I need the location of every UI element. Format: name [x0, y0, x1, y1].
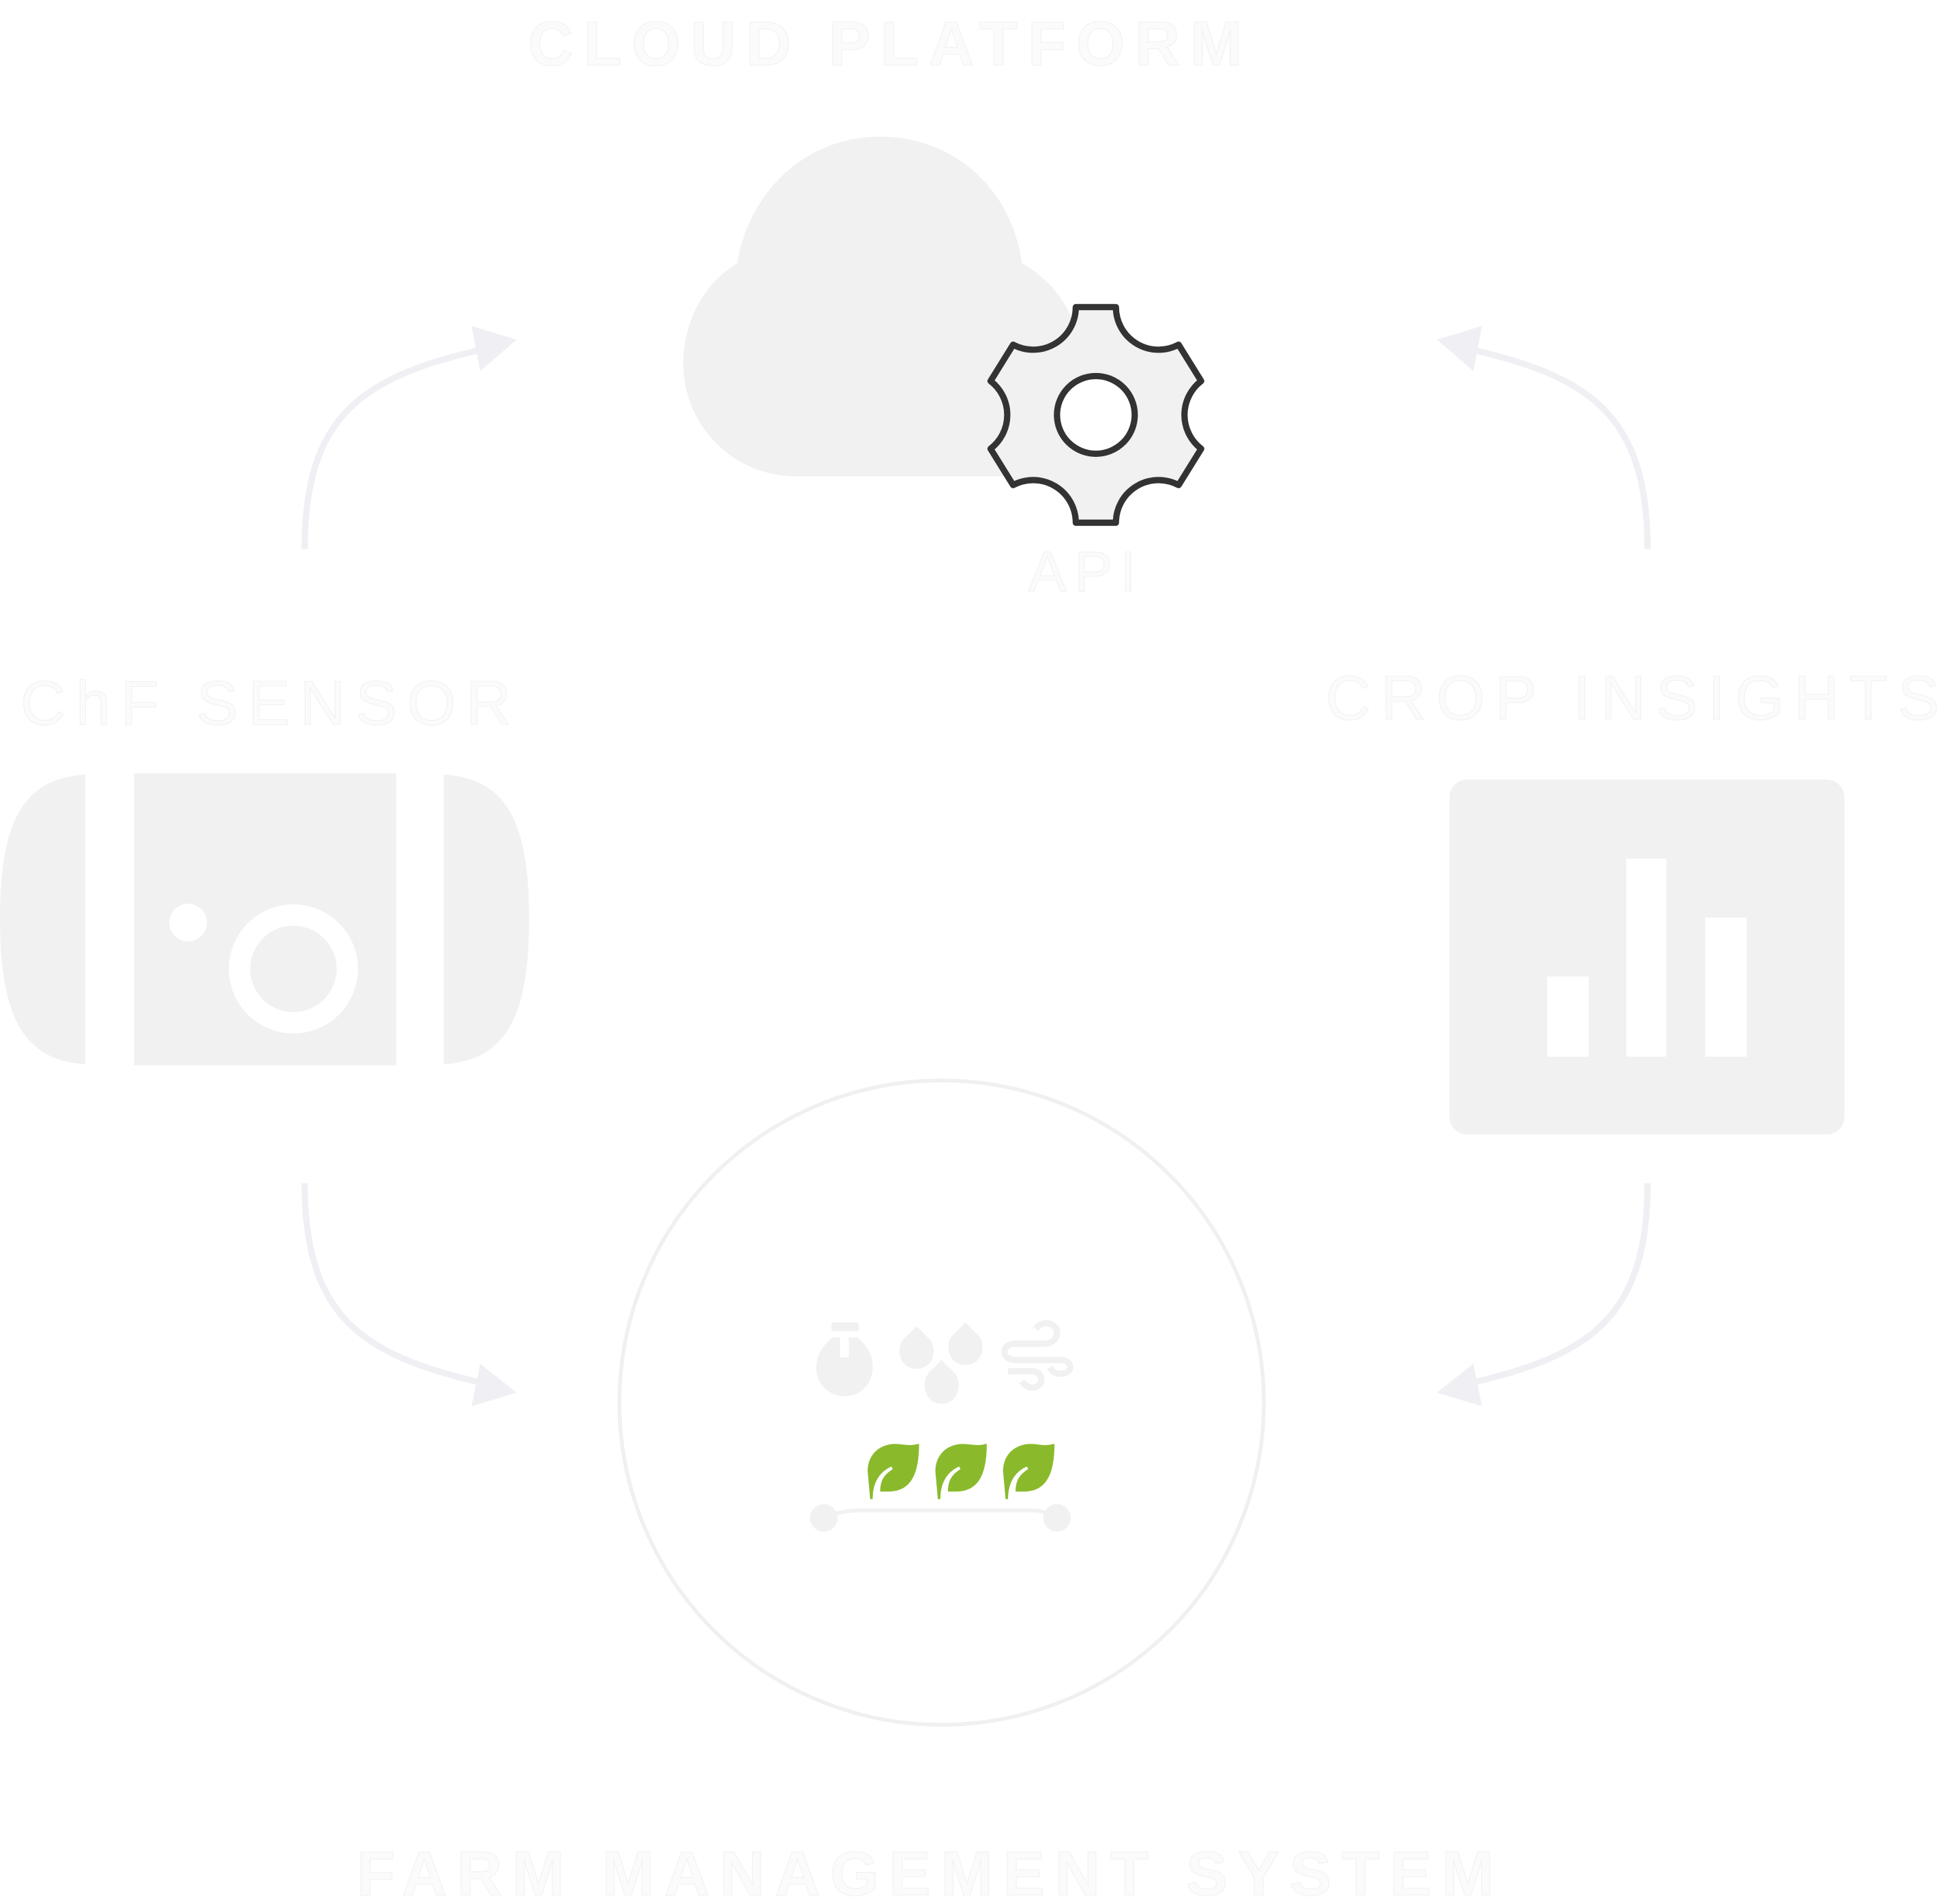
leaf-icon [1003, 1444, 1055, 1500]
chart-bar [1705, 917, 1747, 1057]
chart-bar [1547, 976, 1589, 1057]
arrow-sensor-to-fms [301, 1183, 517, 1407]
field-row-icon [810, 1504, 1071, 1532]
leaf-icon [935, 1444, 987, 1500]
sensor-label: ChF SENSOR [20, 668, 521, 738]
wind-icon [1001, 1320, 1073, 1391]
crop-insights-label: CROP INSIGHTS [1326, 664, 1950, 733]
fertilizer-flask-icon [816, 1322, 873, 1397]
gear-icon [987, 303, 1204, 526]
cloud-icon [683, 136, 1079, 477]
sensor-lens [228, 904, 358, 1034]
leaf-icon [868, 1444, 919, 1500]
chart-bar [1626, 859, 1667, 1057]
api-label: API [1028, 539, 1143, 604]
arrow-insights-to-cloud [1436, 325, 1651, 550]
farm-management-label: FARM MANAGEMENT SYSTEM [357, 1839, 1504, 1904]
sensor-device-icon [0, 773, 529, 1066]
arrow-insights-to-fms [1436, 1183, 1651, 1407]
water-drops-icon [899, 1322, 983, 1404]
bar-chart-icon [1449, 779, 1845, 1135]
sensor-led-dot [169, 904, 207, 942]
cloud-platform-label: CLOUD PLATFORM [528, 10, 1252, 79]
arrow-sensor-to-cloud [301, 325, 517, 550]
